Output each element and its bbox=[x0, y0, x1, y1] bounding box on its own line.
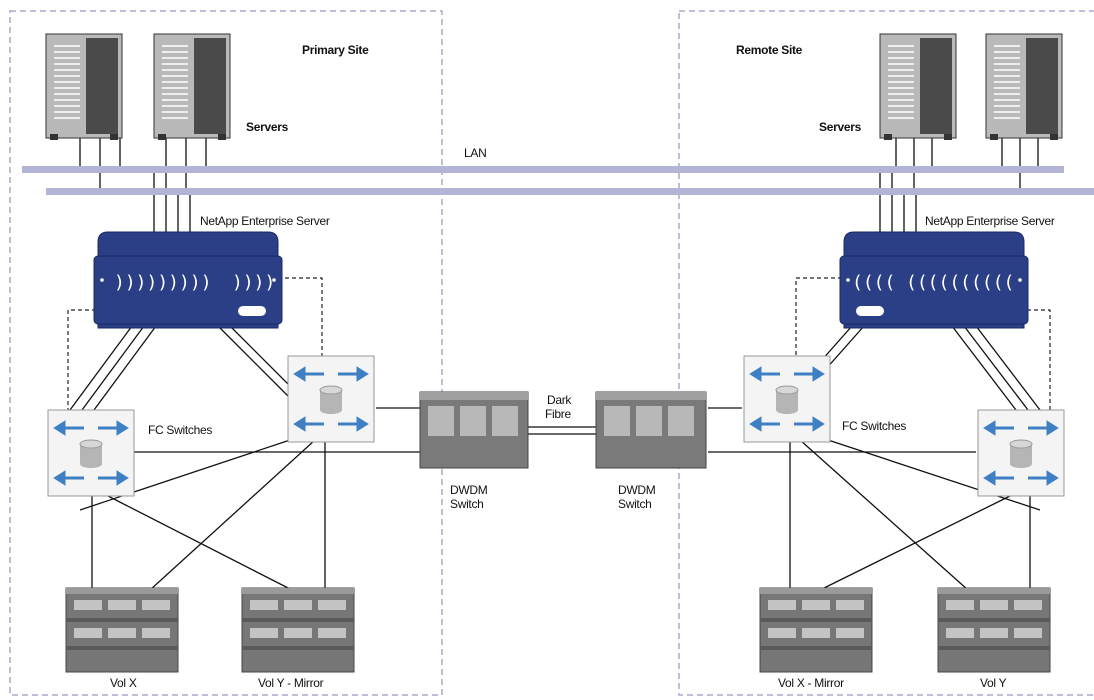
fc-switch-icon bbox=[977, 409, 1065, 497]
enterprise-server-label-right: NetApp Enterprise Server bbox=[925, 214, 1055, 228]
connections bbox=[69, 138, 1041, 591]
fc-switches-label-left: FC Switches bbox=[148, 423, 212, 437]
management-links bbox=[67, 277, 1051, 410]
fc-switch-icon bbox=[287, 355, 375, 443]
dark-fibre-label-line1: Dark bbox=[547, 393, 572, 407]
server-rack-icon bbox=[985, 33, 1063, 140]
vol-y-mirror-label: Vol Y - Mirror bbox=[258, 676, 324, 690]
storage-array-icon bbox=[65, 587, 179, 673]
netapp-filer-icon: ))))))))) )))) bbox=[93, 231, 283, 329]
storage-array-icon bbox=[937, 587, 1051, 673]
dark-fibre-label-line2: Fibre bbox=[545, 407, 571, 421]
dwdm-right-label-line2: Switch bbox=[618, 497, 652, 511]
dwdm-switch-icon bbox=[595, 391, 707, 469]
svg-text:((((: (((( bbox=[852, 272, 895, 293]
svg-text:))))))))): ))))))))) bbox=[114, 272, 212, 293]
vol-x-mirror-label: Vol X - Mirror bbox=[778, 676, 844, 690]
primary-site-boundary bbox=[9, 10, 443, 696]
storage-array-icon bbox=[759, 587, 873, 673]
dwdm-left-label-line2: Switch bbox=[450, 497, 484, 511]
remote-site-title: Remote Site bbox=[736, 43, 803, 57]
servers-label-right: Servers bbox=[819, 120, 862, 134]
vol-y-label: Vol Y bbox=[980, 676, 1007, 690]
fc-switch-icon bbox=[743, 355, 831, 443]
vol-x-label: Vol X bbox=[110, 676, 137, 690]
lan-bus bbox=[22, 166, 1094, 195]
netapp-filer-icon: (((( (((((((((( bbox=[839, 231, 1029, 329]
server-rack-icon bbox=[153, 33, 231, 140]
fc-switch-icon bbox=[47, 409, 135, 497]
remote-site-boundary bbox=[678, 10, 1094, 696]
primary-site-title: Primary Site bbox=[302, 43, 369, 57]
dwdm-left-label-line1: DWDM bbox=[450, 483, 488, 497]
svg-text:)))): )))) bbox=[232, 272, 275, 293]
fc-switches-label-right: FC Switches bbox=[842, 419, 906, 433]
servers-label-left: Servers bbox=[246, 120, 289, 134]
dwdm-right-label-line1: DWDM bbox=[618, 483, 656, 497]
server-rack-icon bbox=[45, 33, 123, 140]
enterprise-server-label-left: NetApp Enterprise Server bbox=[200, 214, 330, 228]
server-rack-icon bbox=[879, 33, 957, 140]
svg-text:((((((((((: (((((((((( bbox=[906, 272, 1014, 293]
lan-label: LAN bbox=[464, 146, 486, 160]
storage-array-icon bbox=[241, 587, 355, 673]
dwdm-switch-icon bbox=[419, 391, 529, 469]
